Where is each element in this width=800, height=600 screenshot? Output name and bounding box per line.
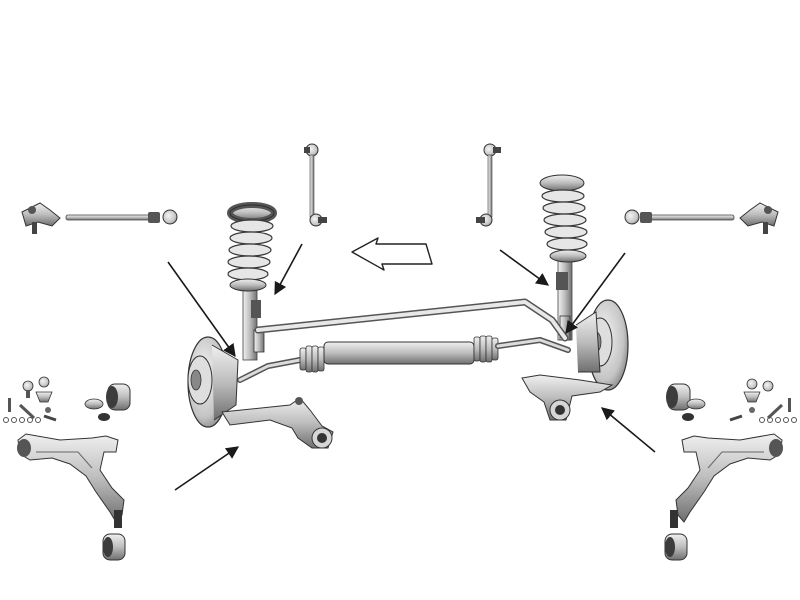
pointer-arrows: [167, 243, 656, 491]
stabilizer-link-right: [476, 143, 501, 227]
control-arm-bushing-right: [666, 383, 706, 421]
control-arm-right-spare: [670, 433, 783, 528]
control-arm-left-spare: [17, 433, 125, 528]
wheel-hub-left: [187, 336, 239, 428]
rear-bushing-right: [664, 533, 688, 561]
wheel-hub-right: [575, 299, 629, 391]
coil-spring-strut-right: [539, 174, 588, 341]
arrow-to-left-strut: [167, 261, 236, 358]
steering-rack: [237, 335, 571, 383]
outline-arrow-forward-icon: [351, 237, 433, 271]
stabilizer-link-left: [304, 143, 327, 227]
coil-spring-strut-left: [227, 202, 277, 361]
tie-rod-end-left: [21, 202, 61, 234]
arrow-to-left-link: [274, 243, 303, 296]
inner-tie-rod-left: [65, 209, 178, 225]
arrow-to-right-strut: [565, 252, 626, 335]
ball-joint-kit-right: [729, 378, 797, 423]
tie-rod-end-right: [739, 202, 779, 234]
control-arm-left: [221, 397, 334, 449]
arrow-to-right-arm: [601, 407, 656, 453]
control-arm-right: [521, 374, 614, 421]
stabilizer-bar: [254, 298, 569, 342]
arrow-to-left-arm: [174, 446, 240, 491]
control-arm-bushing-left: [84, 383, 131, 421]
rear-bushing-left: [102, 533, 126, 561]
arrow-to-right-link: [499, 249, 550, 286]
ball-joint-kit-left: [3, 376, 57, 423]
inner-tie-rod-right: [624, 209, 735, 225]
